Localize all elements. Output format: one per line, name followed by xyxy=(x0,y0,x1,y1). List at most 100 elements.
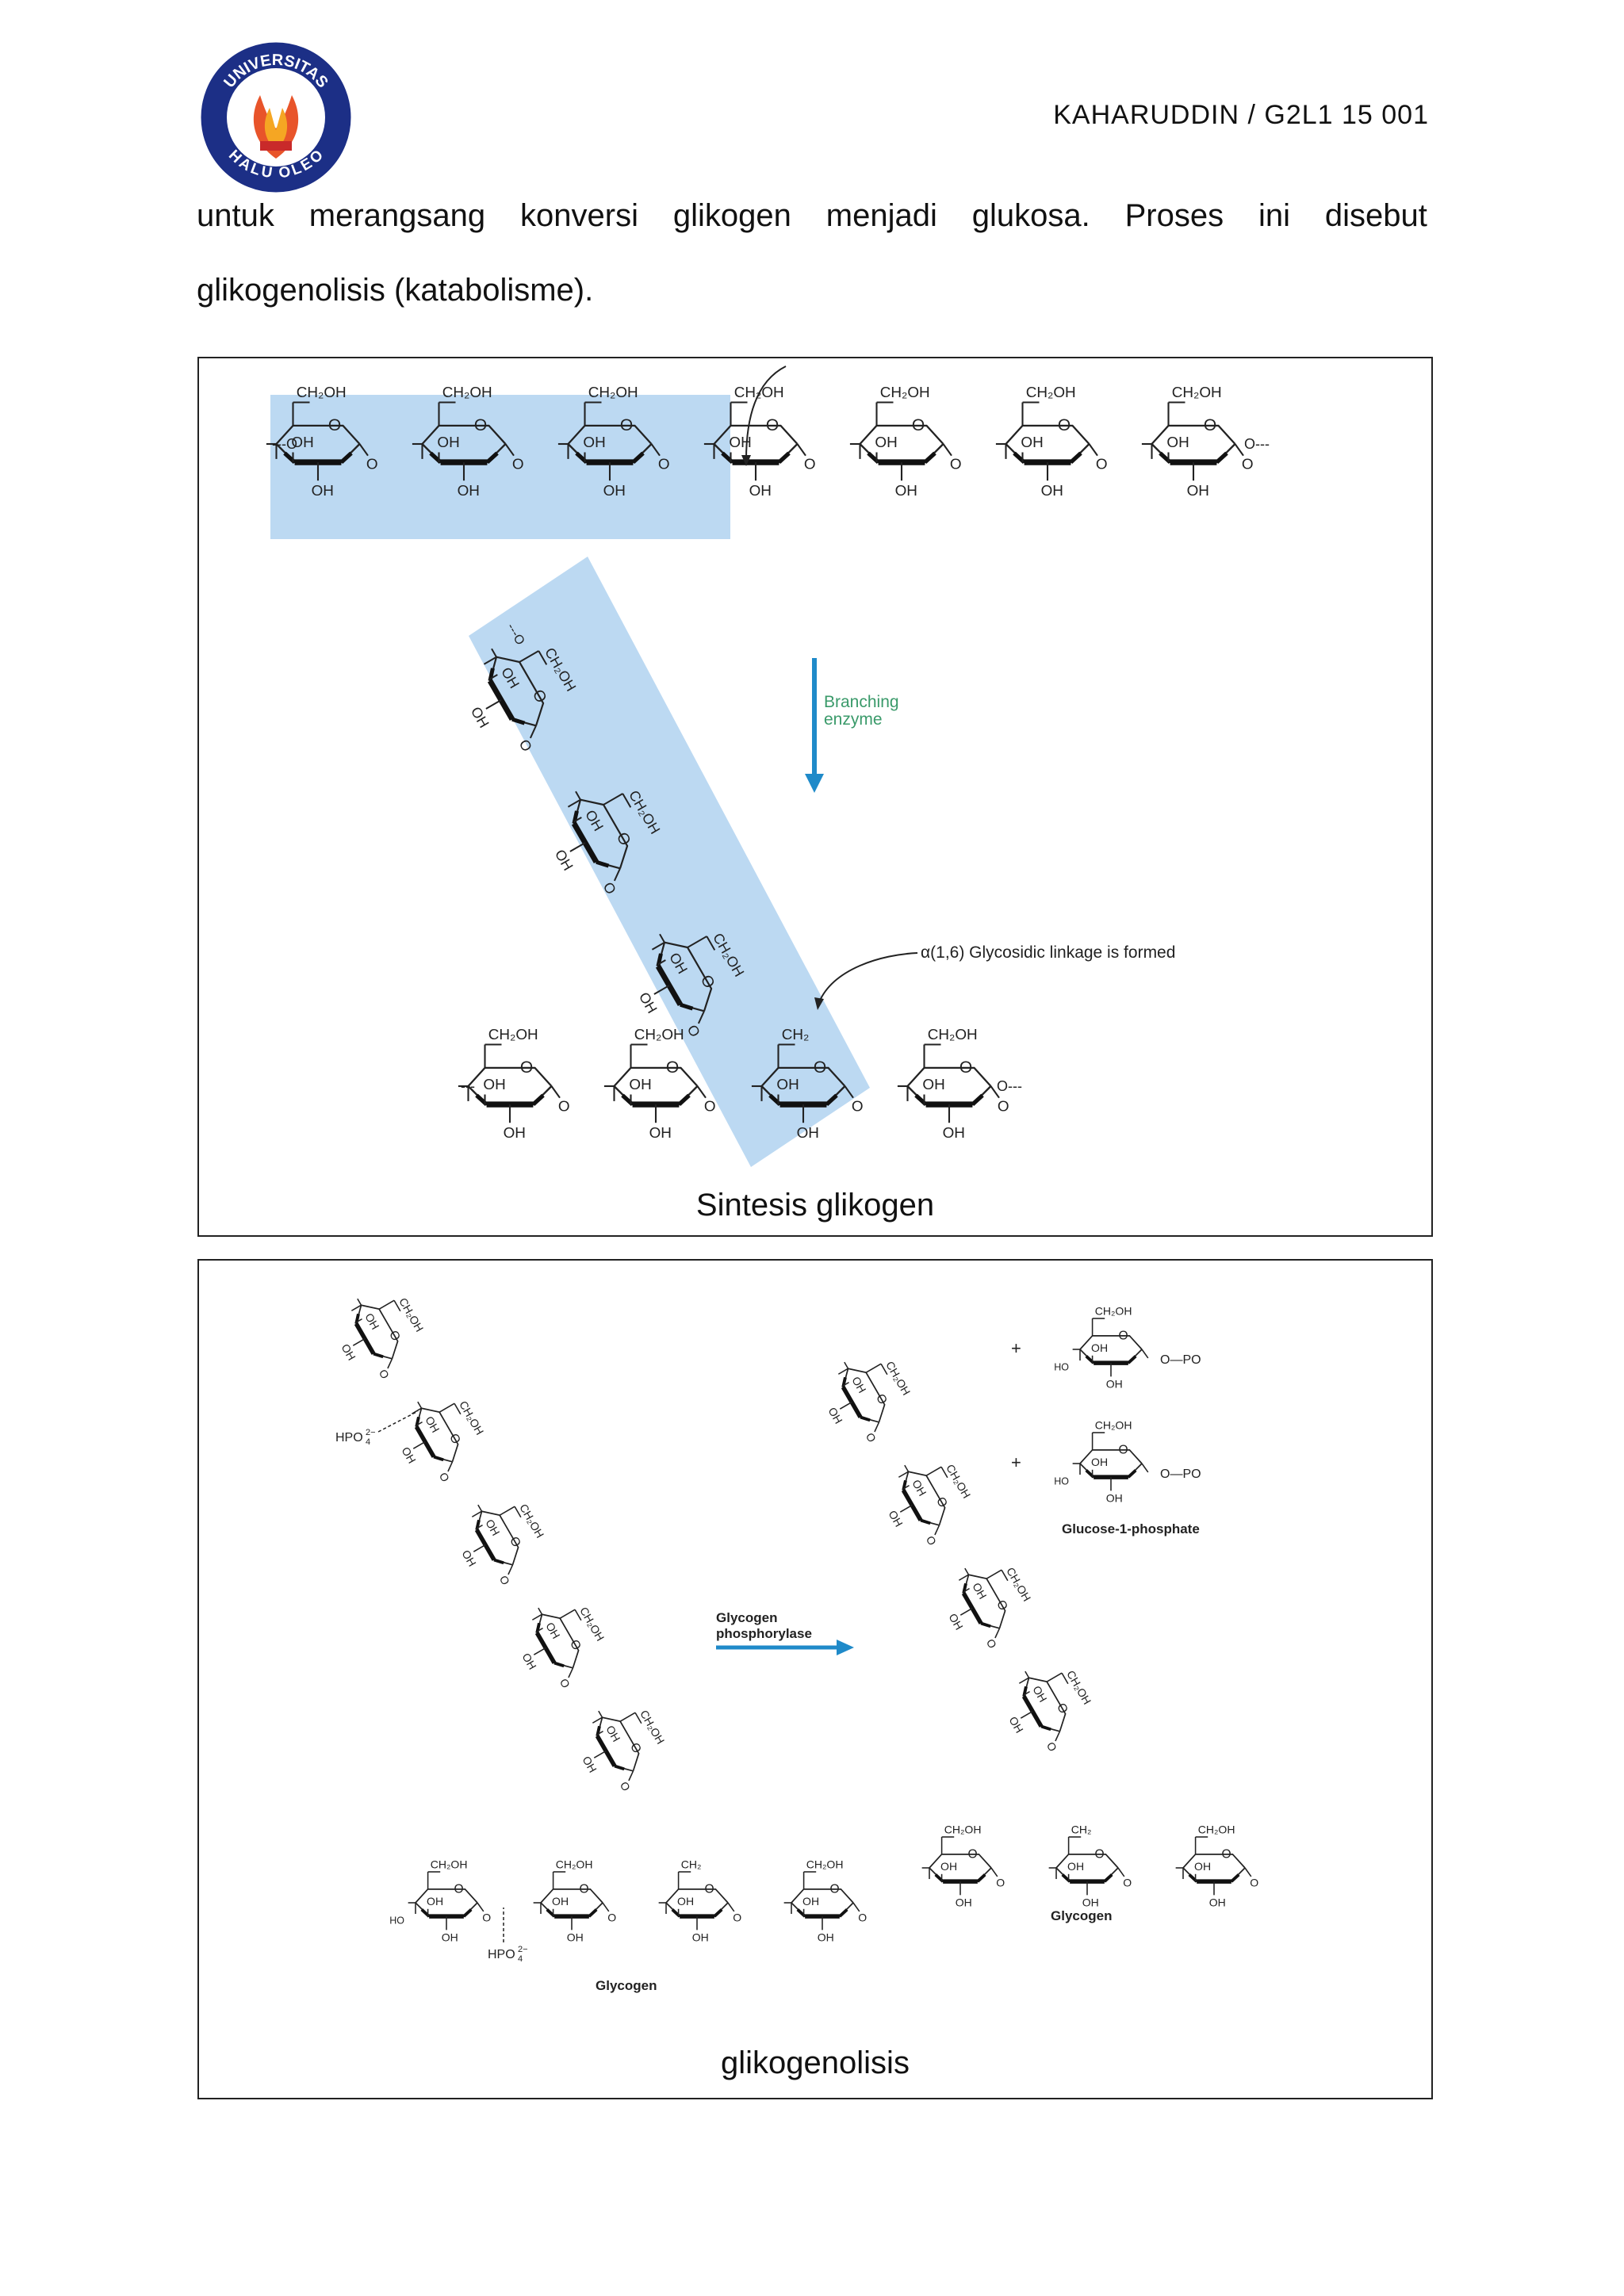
svg-text:O: O xyxy=(766,416,779,434)
svg-text:OH: OH xyxy=(291,434,313,451)
svg-text:OH: OH xyxy=(818,1931,834,1943)
svg-text:4: 4 xyxy=(518,1954,523,1964)
svg-text:O: O xyxy=(1096,457,1108,473)
glycogen-label-right: Glycogen xyxy=(1051,1908,1112,1923)
svg-text:O: O xyxy=(804,457,816,473)
svg-text:OH: OH xyxy=(749,483,772,499)
svg-text:OH: OH xyxy=(437,434,459,451)
svg-text:OH: OH xyxy=(677,1895,694,1908)
svg-text:O: O xyxy=(507,1535,523,1550)
svg-text:O: O xyxy=(658,457,670,473)
svg-text:O: O xyxy=(984,1636,999,1651)
svg-text:OH: OH xyxy=(504,1125,526,1142)
word: ini xyxy=(1258,198,1291,233)
svg-text:O: O xyxy=(998,1099,1009,1115)
word: konversi xyxy=(520,198,638,233)
svg-text:O: O xyxy=(620,416,633,434)
svg-text:OH: OH xyxy=(483,1077,505,1093)
svg-text:O---: O--- xyxy=(997,1078,1022,1094)
svg-text:O: O xyxy=(852,1099,864,1115)
svg-text:CH₂OH: CH₂OH xyxy=(556,1858,593,1870)
svg-text:OH: OH xyxy=(583,434,605,451)
svg-text:2−: 2− xyxy=(366,1428,376,1437)
svg-text:O: O xyxy=(950,457,962,473)
svg-text:OH: OH xyxy=(1187,483,1209,499)
svg-text:O: O xyxy=(497,1573,512,1587)
svg-text:OH: OH xyxy=(849,1374,868,1395)
svg-text:O: O xyxy=(994,1598,1010,1613)
svg-text:OH: OH xyxy=(1209,1896,1226,1908)
svg-text:OH: OH xyxy=(1041,483,1063,499)
body-line-1: untuk merangsang konversi glikogen menja… xyxy=(197,197,1427,235)
svg-text:OH: OH xyxy=(1067,1860,1084,1873)
word: glukosa. xyxy=(971,198,1090,233)
svg-text:O: O xyxy=(1123,1876,1132,1888)
svg-text:OH: OH xyxy=(875,434,897,451)
enzyme2-label-2: phosphorylase xyxy=(716,1626,812,1641)
svg-text:O: O xyxy=(437,1470,452,1484)
svg-text:CH₂OH: CH₂OH xyxy=(883,1359,913,1397)
svg-text:O: O xyxy=(512,457,524,473)
plus-sign-1: + xyxy=(1011,1338,1021,1358)
svg-text:O: O xyxy=(1242,457,1254,473)
svg-text:CH₂OH: CH₂OH xyxy=(442,385,492,401)
svg-text:OH: OH xyxy=(776,1077,799,1093)
svg-text:O: O xyxy=(366,457,378,473)
svg-text:HO: HO xyxy=(1054,1476,1069,1487)
svg-text:OH: OH xyxy=(1106,1491,1123,1504)
svg-text:O: O xyxy=(558,1099,570,1115)
svg-text:O: O xyxy=(1058,416,1071,434)
svg-text:OH: OH xyxy=(1166,434,1189,451)
svg-text:O: O xyxy=(454,1883,464,1896)
svg-text:OH: OH xyxy=(442,1931,458,1943)
svg-text:OH: OH xyxy=(1030,1683,1049,1704)
svg-text:O: O xyxy=(733,1911,741,1923)
word: disebut xyxy=(1324,198,1427,233)
author-id: KAHARUDDIN / G2L1 15 001 xyxy=(1053,100,1429,130)
highlight-segment-top xyxy=(270,395,730,539)
svg-text:O: O xyxy=(446,1432,463,1447)
svg-text:HO: HO xyxy=(389,1915,404,1927)
university-logo: UNIVERSITAS HALU OLEO xyxy=(198,40,354,195)
svg-text:O: O xyxy=(557,1676,573,1690)
svg-text:CH₂OH: CH₂OH xyxy=(1004,1565,1033,1603)
svg-text:O: O xyxy=(580,1883,589,1896)
svg-text:O: O xyxy=(386,1329,403,1344)
svg-text:O: O xyxy=(1119,1444,1128,1457)
svg-text:2−: 2− xyxy=(518,1945,528,1954)
svg-text:OH: OH xyxy=(729,434,751,451)
phosphate-label-1: O—PO xyxy=(1160,1353,1201,1367)
svg-text:OH: OH xyxy=(603,483,626,499)
linkage-label: α(1,6) Glycosidic linkage is formed xyxy=(921,943,1175,962)
svg-text:O: O xyxy=(627,1741,644,1756)
svg-text:CH₂OH: CH₂OH xyxy=(396,1295,426,1334)
svg-text:O: O xyxy=(1095,1848,1105,1862)
svg-text:O: O xyxy=(814,1058,826,1077)
svg-text:CH₂OH: CH₂OH xyxy=(1095,1418,1132,1431)
svg-text:CH₂OH: CH₂OH xyxy=(1198,1823,1235,1835)
svg-text:HO: HO xyxy=(1054,1362,1069,1373)
svg-text:OH: OH xyxy=(1106,1377,1123,1390)
svg-text:---: --- xyxy=(461,1078,475,1094)
svg-text:O: O xyxy=(1044,1739,1059,1754)
svg-text:O: O xyxy=(968,1848,978,1862)
svg-text:O: O xyxy=(1204,416,1216,434)
svg-text:OH: OH xyxy=(567,1931,584,1943)
svg-text:CH₂OH: CH₂OH xyxy=(638,1708,667,1746)
svg-text:O: O xyxy=(705,1883,714,1896)
svg-text:O: O xyxy=(607,1911,616,1923)
glycogen-label-left: Glycogen xyxy=(596,1978,657,1993)
